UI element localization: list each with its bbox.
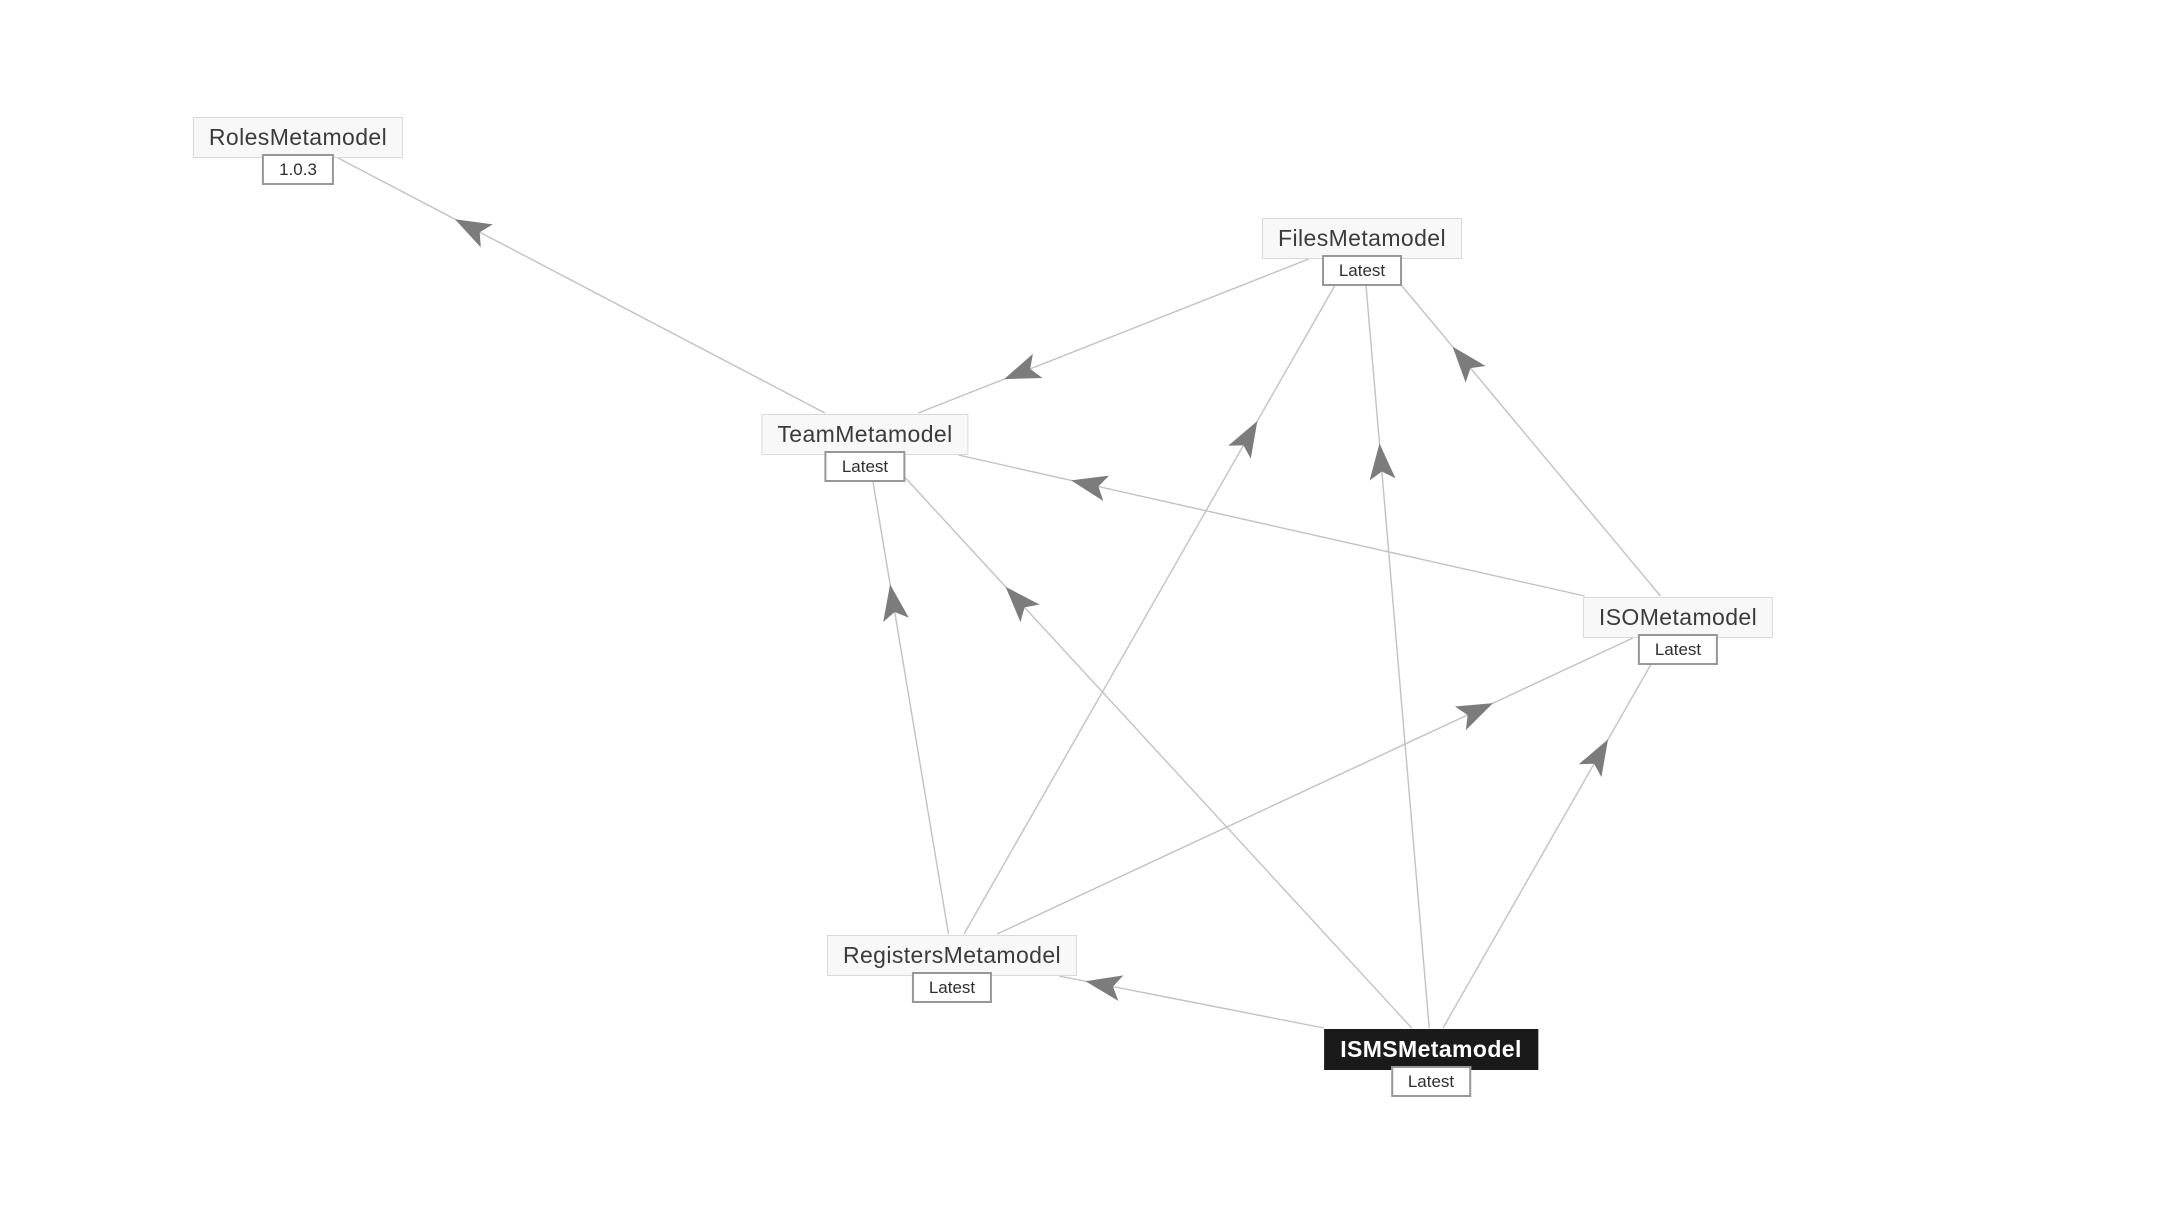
node-version-badge[interactable]: Latest <box>1321 254 1403 286</box>
arrowhead-icon <box>1369 443 1396 481</box>
edge-isms-to-files <box>1363 258 1430 1029</box>
node-label[interactable]: ISOMetamodel <box>1582 596 1774 638</box>
edge-registers-to-iso <box>996 637 1634 935</box>
node-label[interactable]: RolesMetamodel <box>192 116 404 158</box>
arrowhead-icon <box>1228 421 1258 459</box>
arrowhead-icon <box>1578 739 1609 778</box>
node-version-badge[interactable]: 1.0.3 <box>262 153 334 185</box>
arrowhead-icon <box>454 219 493 248</box>
node-version-badge[interactable]: Latest <box>1637 633 1719 665</box>
edge-isms-to-team <box>883 454 1413 1029</box>
edge-isms-to-iso <box>1442 637 1667 1029</box>
node-label[interactable]: TeamMetamodel <box>761 413 969 455</box>
edge-iso-to-files <box>1378 258 1662 597</box>
arrowhead-icon <box>1454 703 1494 731</box>
node-label[interactable]: RegistersMetamodel <box>826 934 1078 976</box>
edge-files-to-team <box>917 258 1310 414</box>
edge-registers-to-files <box>963 258 1351 935</box>
node-version-badge[interactable]: Latest <box>824 450 906 482</box>
node-version-badge[interactable]: Latest <box>1390 1065 1472 1097</box>
node-label[interactable]: FilesMetamodel <box>1262 217 1462 259</box>
edge-iso-to-team <box>958 454 1585 597</box>
arrowhead-icon <box>1452 346 1486 383</box>
arrowhead-icon <box>1004 353 1043 380</box>
node-version-badge[interactable]: Latest <box>911 971 993 1003</box>
arrowhead-icon <box>1005 586 1040 623</box>
node-label[interactable]: ISMSMetamodel <box>1324 1028 1538 1070</box>
edge-team-to-roles <box>337 157 826 414</box>
arrowhead-icon <box>1085 975 1124 1001</box>
arrowhead-icon <box>1071 475 1110 501</box>
edge-registers-to-team <box>867 454 950 935</box>
arrowhead-icon <box>883 584 909 622</box>
